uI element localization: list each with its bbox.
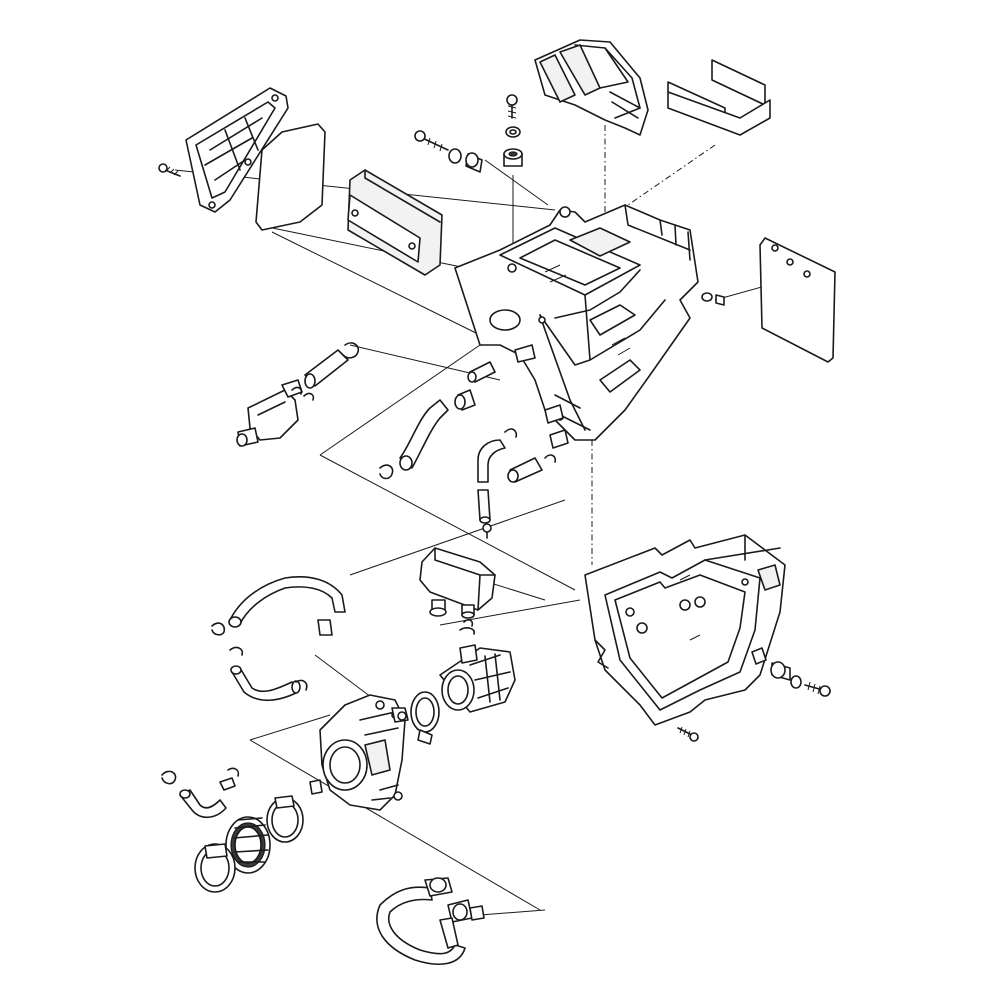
hose-short-1 [304,349,349,389]
throttle-body [319,694,409,811]
breather-hose-lower [230,665,301,702]
breather-hose-upper [228,576,346,636]
air-filter-element [347,169,443,276]
fine-detail-lines [544,264,701,641]
fuel-line-assembly [376,877,485,966]
clip-lower-left-2 [161,767,240,785]
fitting-pair-right [544,404,569,449]
clip-mid-left [229,646,244,656]
intake-duct [534,39,649,136]
small-hose-left [179,777,236,819]
clip-center [504,428,518,438]
bolt-top-1 [506,94,518,119]
hose-clamp-boot [410,691,440,745]
bolt-top-2 [414,130,449,152]
clip-right-center [544,454,557,463]
hose-bent-2 [477,439,506,524]
collar-top [465,152,483,173]
fastener-set-right [751,647,831,697]
screw-bottom-right [677,726,699,742]
resonator-box [419,547,496,611]
resonator-fittings [429,599,476,635]
small-screw-center [482,523,492,539]
hose-bent-1 [399,399,449,471]
clip-lower-hose [295,679,308,691]
airbox-right-cover [584,534,786,726]
seal-strip [667,59,771,136]
clip-lower-left [379,464,394,480]
nut-right [701,292,725,306]
airbox-housing [454,204,699,441]
hose-short-2 [507,457,543,483]
airbox-side-cover [185,87,289,213]
screw-left [158,163,181,177]
stub-small [309,779,323,795]
intake-rubber [225,816,271,874]
cover-gasket [255,123,326,231]
washer-top-1 [505,126,521,138]
check-valve [236,379,303,447]
intake-boot [439,644,516,713]
hose-clamp-1 [266,795,304,843]
clip-upper-left [211,622,226,636]
washer-top-2 [448,148,462,164]
hose-clamp-2 [194,843,236,893]
housing-side-plate [759,237,836,363]
hose-clip-1 [342,342,360,359]
pipe-stub-center [467,344,536,383]
grommet-top [503,148,523,167]
fitting-center-1 [454,389,476,411]
clip-pair-left [291,386,315,401]
